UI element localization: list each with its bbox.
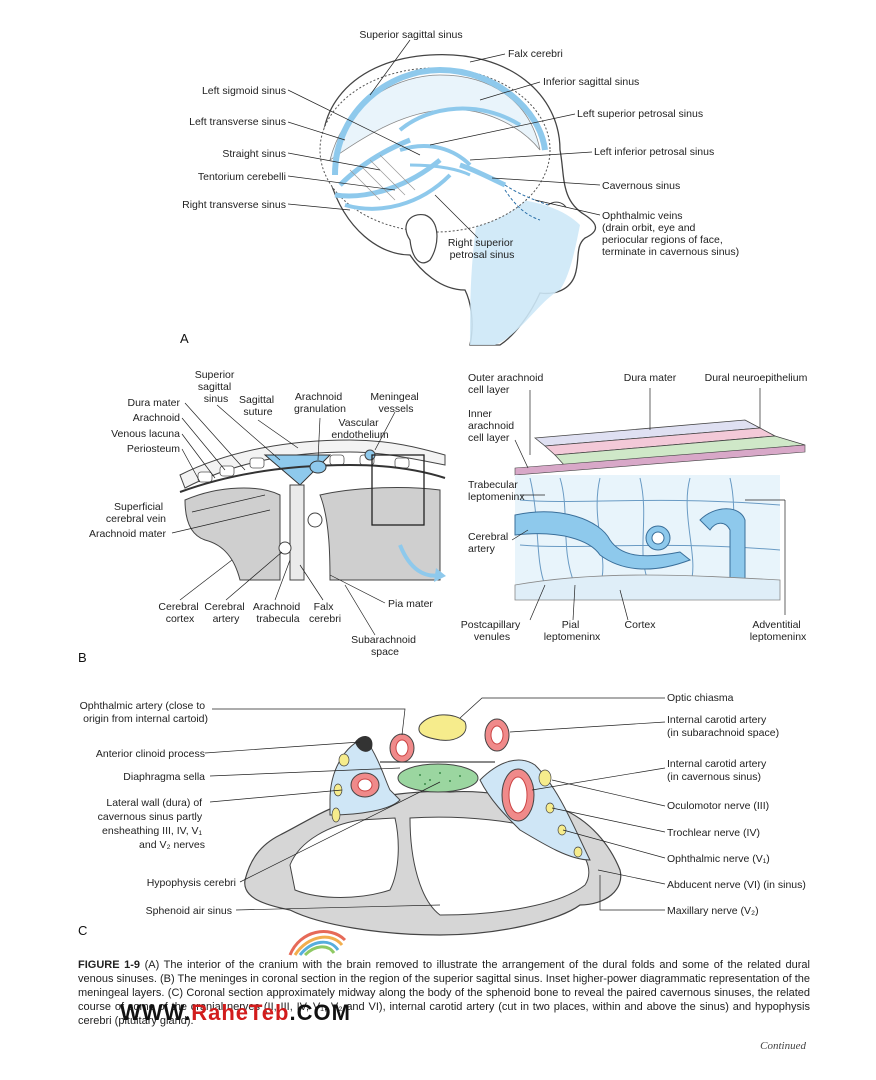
panel-a-labels: Superior sagittal sinus Falx cerebri Inf… — [180, 29, 739, 346]
label-left-transverse-sinus: Left transverse sinus — [189, 116, 286, 128]
label-arachnoid-trabecula: Arachnoid trabecula — [253, 601, 303, 625]
label-trabecular-leptomeninx: Trabecular leptomeninx — [468, 479, 525, 503]
panel-b-section — [179, 439, 446, 582]
label-ophthalmic-artery: Ophthalmic artery (close to origin from … — [80, 700, 208, 725]
label-lateral-wall: Lateral wall (dura) of cavernous sinus p… — [98, 797, 205, 851]
caption-text: (A) The interior of the cranium with the… — [78, 959, 810, 1027]
label-left-inferior-petrosal-sinus: Left inferior petrosal sinus — [594, 146, 714, 158]
panel-b-labels: Superior sagittal sinus Sagittal suture … — [78, 369, 808, 665]
label-sphenoid-air-sinus: Sphenoid air sinus — [146, 905, 232, 917]
panel-c-leaders — [204, 697, 666, 911]
panel-c-labels: Ophthalmic artery (close to origin from … — [78, 692, 806, 938]
panel-b-leaders — [171, 388, 786, 636]
label-arachnoid-granulation: Arachnoid granulation — [294, 391, 346, 415]
label-tentorium-cerebelli: Tentorium cerebelli — [198, 171, 286, 183]
panel-c-letter: C — [78, 923, 87, 938]
label-b-cerebral-artery: Cerebral artery — [204, 601, 247, 625]
label-meningeal-vessels: Meningeal vessels — [370, 391, 421, 415]
label-superficial-cerebral-vein: Superficial cerebral vein — [106, 501, 166, 525]
panel-a-letter: A — [180, 331, 189, 346]
panel-b-letter: B — [78, 650, 87, 665]
label-maxillary-nerve: Maxillary nerve (V₂) — [667, 905, 759, 917]
label-postcapillary-venules: Postcapillary venules — [461, 619, 523, 643]
label-dural-neuroepithelium: Dural neuroepithelium — [705, 372, 808, 384]
label-cavernous-sinus: Cavernous sinus — [602, 180, 680, 192]
label-b-superior-sagittal-sinus: Superior sagittal sinus — [195, 369, 238, 405]
label-adventitial-leptomeninx: Adventitial leptomeninx — [750, 619, 807, 643]
label-superior-sagittal-sinus: Superior sagittal sinus — [359, 29, 462, 41]
label-right-superior-petrosal-sinus: Right superior petrosal sinus — [448, 237, 516, 261]
label-inset-cerebral-artery: Cerebral artery — [468, 531, 511, 555]
label-pial-leptomeninx: Pial leptomeninx — [544, 619, 601, 643]
label-arachnoid: Arachnoid — [133, 412, 180, 424]
figure-caption: FIGURE 1-9 (A) The interior of the crani… — [78, 958, 810, 1028]
label-ophthalmic-nerve: Ophthalmic nerve (V₁) — [667, 853, 770, 865]
label-dura-mater: Dura mater — [127, 397, 180, 409]
label-falx-cerebri: Falx cerebri — [508, 48, 563, 60]
label-arachnoid-mater: Arachnoid mater — [89, 528, 167, 540]
label-inset-dura-mater: Dura mater — [624, 372, 677, 384]
label-pia-mater: Pia mater — [388, 598, 433, 610]
label-ica-cavernous: Internal carotid artery (in cavernous si… — [667, 758, 769, 783]
label-b-falx-cerebri: Falx cerebri — [309, 601, 341, 625]
label-ophthalmic-veins: Ophthalmic veins (drain orbit, eye and p… — [602, 210, 739, 258]
label-outer-arachnoid: Outer arachnoid cell layer — [468, 372, 546, 396]
label-abducent-nerve: Abducent nerve (VI) (in sinus) — [667, 879, 806, 891]
label-trochlear-nerve: Trochlear nerve (IV) — [667, 827, 760, 839]
panel-a-leaders — [287, 39, 601, 239]
label-straight-sinus: Straight sinus — [222, 148, 286, 160]
figure-number: FIGURE 1-9 — [78, 959, 141, 971]
label-left-superior-petrosal-sinus: Left superior petrosal sinus — [577, 108, 703, 120]
label-cortex: Cortex — [625, 619, 657, 631]
label-cerebral-cortex: Cerebral cortex — [158, 601, 201, 625]
label-left-sigmoid-sinus: Left sigmoid sinus — [202, 85, 286, 97]
continued-note: Continued — [760, 1040, 806, 1052]
watermark-logo — [288, 930, 347, 957]
label-hypophysis-cerebri: Hypophysis cerebri — [147, 877, 236, 889]
label-venous-lacuna: Venous lacuna — [111, 428, 180, 440]
label-sagittal-suture: Sagittal suture — [239, 394, 277, 418]
panel-b-inset — [514, 419, 806, 601]
label-anterior-clinoid: Anterior clinoid process — [96, 748, 205, 760]
panel-c-section — [244, 714, 622, 936]
watermark-text: WWW.RaheTeb.COM — [120, 1000, 351, 1025]
label-periosteum: Periosteum — [127, 443, 180, 455]
label-oculomotor-nerve: Oculomotor nerve (III) — [667, 800, 769, 812]
panel-a-illustration — [319, 54, 597, 346]
label-optic-chiasma: Optic chiasma — [667, 692, 734, 704]
label-right-transverse-sinus: Right transverse sinus — [182, 199, 286, 211]
label-diaphragma-sella: Diaphragma sella — [123, 771, 205, 783]
label-inner-arachnoid: Inner arachnoid cell layer — [468, 408, 517, 444]
label-ica-subarachnoid: Internal carotid artery (in subarachnoid… — [667, 714, 779, 739]
label-inferior-sagittal-sinus: Inferior sagittal sinus — [543, 76, 639, 88]
label-vascular-endothelium: Vascular endothelium — [331, 417, 388, 441]
label-subarachnoid-space: Subarachnoid space — [351, 634, 419, 658]
